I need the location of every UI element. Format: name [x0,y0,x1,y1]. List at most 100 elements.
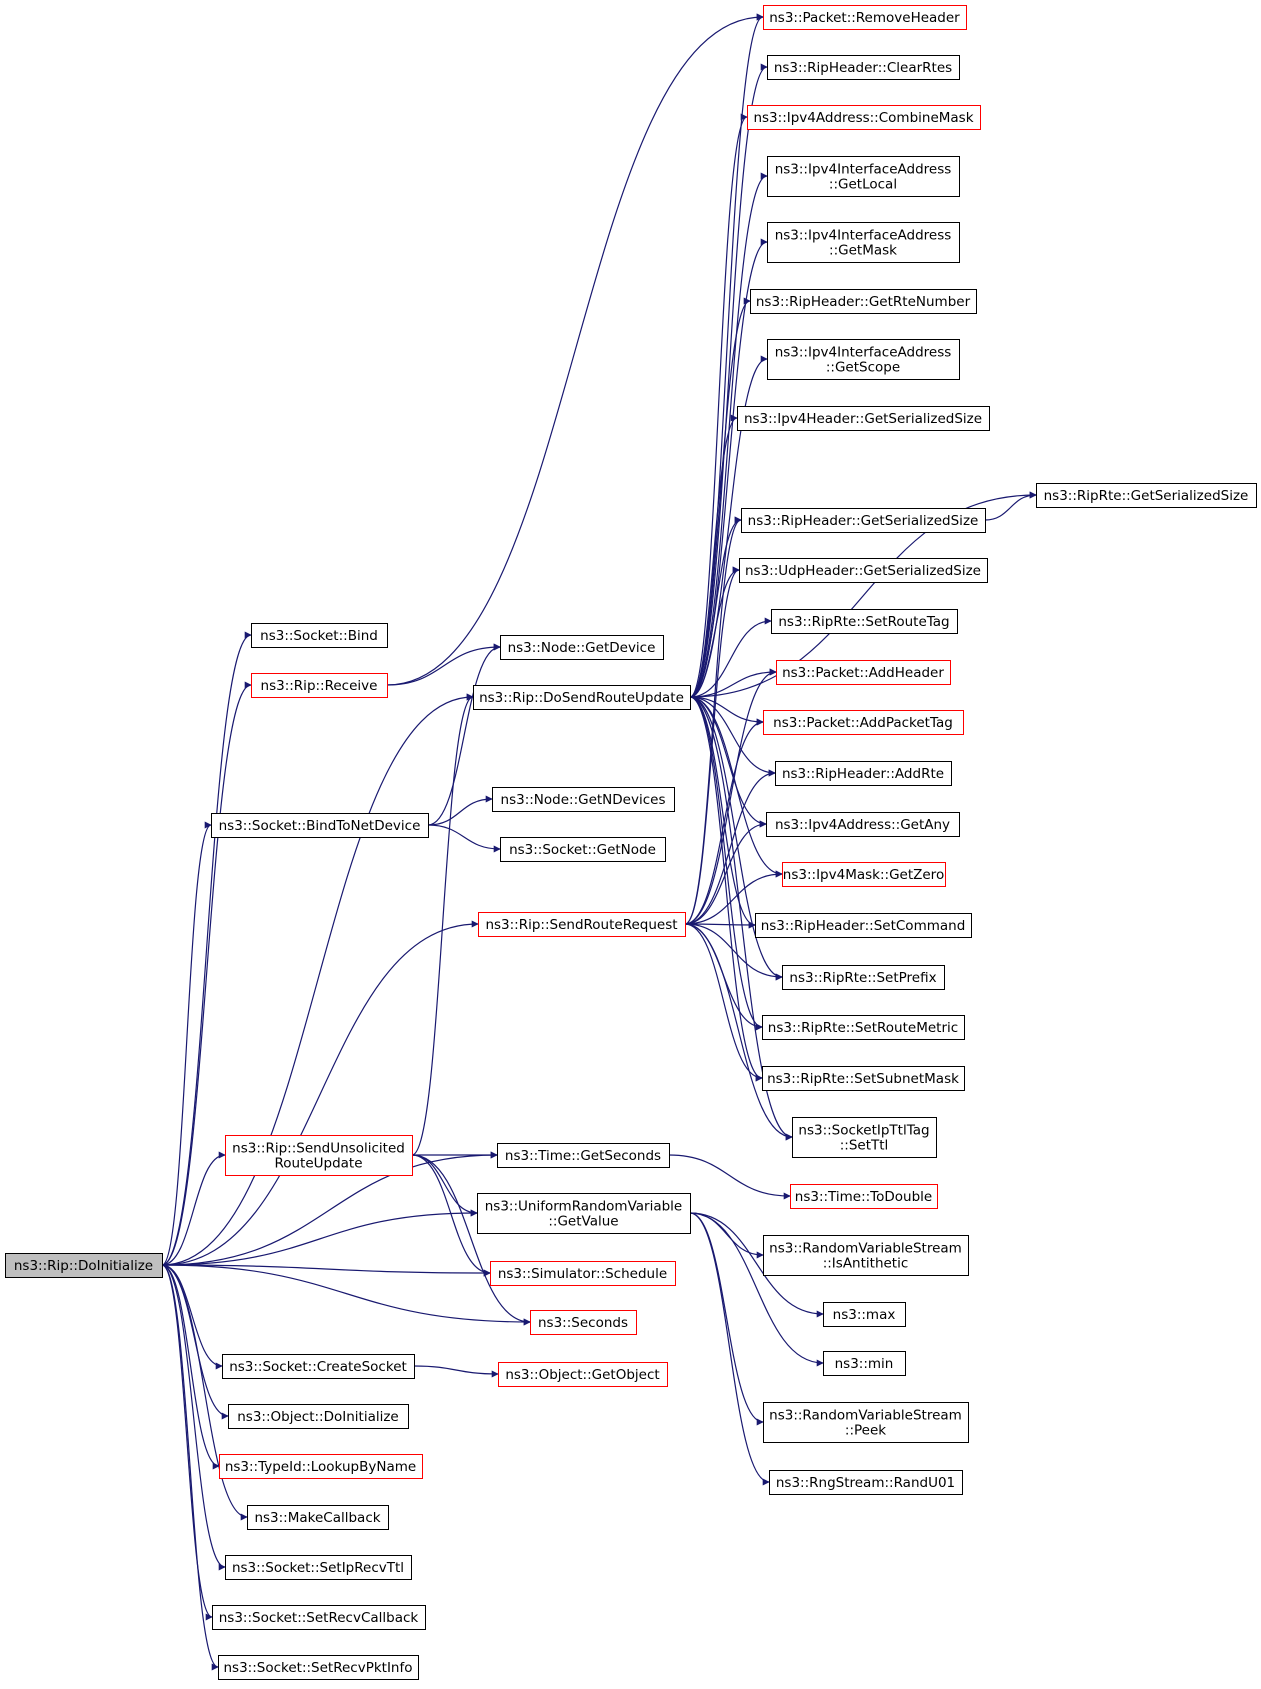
node-seconds[interactable]: ns3::Seconds [530,1310,637,1335]
node-box [771,609,958,634]
node-sock-setrecvpkt[interactable]: ns3::Socket::SetRecvPktInfo [218,1655,419,1680]
node-make-callback[interactable]: ns3::MakeCallback [247,1505,389,1530]
edge-rip_sendreq-to-udphdr_getsersize [684,566,740,925]
node-label: ns3::RipRte::SetRouteTag [778,614,949,630]
node-box [218,1655,419,1680]
edge-rip_sendreq-to-riprte_setsubnetmask [684,923,763,1082]
node-sockipttltag-setttl[interactable]: ns3::SocketIpTtlTag::SetTtl [792,1117,937,1158]
node-riphdr-getrtenumber[interactable]: ns3::RipHeader::GetRteNumber [750,289,977,314]
node-pkt-addheader[interactable]: ns3::Packet::AddHeader [776,660,951,685]
node-box [222,1354,415,1379]
node-box [219,1454,423,1479]
node-rip-dosend[interactable]: ns3::Rip::DoSendRouteUpdate [473,685,691,710]
node-riphdr-addrte[interactable]: ns3::RipHeader::AddRte [775,761,952,786]
node-label: ::SetTtl [840,1138,889,1154]
node-box [247,1505,389,1530]
node-ipv4hdr-getsersize[interactable]: ns3::Ipv4Header::GetSerializedSize [737,406,990,431]
node-ipv4mask-getzero[interactable]: ns3::Ipv4Mask::GetZero [782,862,946,887]
node-sock-setiprecvttl[interactable]: ns3::Socket::SetIpRecvTtl [225,1555,412,1580]
node-time-todouble[interactable]: ns3::Time::ToDouble [790,1184,938,1209]
node-sock-setrecvcb[interactable]: ns3::Socket::SetRecvCallback [212,1605,426,1630]
node-pkt-removeheader[interactable]: ns3::Packet::RemoveHeader [763,5,967,30]
edge-rip_dosend-to-ipv4mask_getzero [689,696,783,878]
node-box [228,1404,409,1429]
node-label: ns3::Rip::SendRouteRequest [485,917,677,933]
node-label: ns3::Rip::SendUnsolicited [232,1141,405,1157]
edge-root-to-sock_bind [161,631,252,1266]
node-min[interactable]: ns3::min [823,1351,906,1376]
node-sock-create[interactable]: ns3::Socket::CreateSocket [222,1354,415,1379]
node-box [823,1302,906,1327]
node-label: ns3::Seconds [538,1315,628,1331]
node-ipv4ifaddr-getlocal[interactable]: ns3::Ipv4InterfaceAddress::GetLocal [767,156,960,197]
edge-rip_dosend-to-udphdr_getsersize [689,566,740,698]
node-box [767,222,960,263]
node-ipv4addr-combinemask[interactable]: ns3::Ipv4Address::CombineMask [747,105,981,130]
node-obj-doinit[interactable]: ns3::Object::DoInitialize [228,1404,409,1429]
node-box [769,1470,963,1495]
node-box [776,660,951,685]
node-rip-sendreq[interactable]: ns3::Rip::SendRouteRequest [478,912,686,937]
node-label: ns3::SocketIpTtlTag [798,1123,929,1139]
node-label: ns3::Socket::BindToNetDevice [219,818,421,834]
node-box [5,1253,163,1278]
node-sim-schedule[interactable]: ns3::Simulator::Schedule [490,1261,676,1286]
node-label: ns3::Ipv4Address::CombineMask [753,110,973,126]
edge-rip_unsolicited-to-seconds [411,1154,531,1326]
node-node-getndevices[interactable]: ns3::Node::GetNDevices [492,787,675,812]
node-label: ns3::Ipv4Header::GetSerializedSize [744,411,982,427]
node-label: ::GetMask [829,243,897,259]
node-udphdr-getsersize[interactable]: ns3::UdpHeader::GetSerializedSize [739,558,988,583]
node-sock-getnode[interactable]: ns3::Socket::GetNode [500,837,666,862]
edge-rip_dosend-to-ipv4ifaddr_getlocal [689,172,768,698]
node-box [498,1362,668,1387]
edge-rip_dosend-to-riphdr_clearrtes [689,63,768,698]
edge-root-to-time_getseconds [161,1151,498,1266]
node-riprte-setprefix[interactable]: ns3::RipRte::SetPrefix [782,965,945,990]
node-box [212,1605,426,1630]
node-riprte-getsersize[interactable]: ns3::RipRte::GetSerializedSize [1036,483,1257,508]
node-time-getseconds[interactable]: ns3::Time::GetSeconds [497,1143,670,1168]
node-rvs-peek[interactable]: ns3::RandomVariableStream::Peek [763,1402,969,1443]
node-box [762,1015,965,1040]
node-rngstream-randu01[interactable]: ns3::RngStream::RandU01 [769,1470,963,1495]
node-riprte-setroutemetric[interactable]: ns3::RipRte::SetRouteMetric [762,1015,965,1040]
edge-root-to-rip_sendreq [161,920,479,1266]
node-rvs-isantithetic[interactable]: ns3::RandomVariableStream::IsAntithetic [763,1235,969,1276]
node-node-getdevice[interactable]: ns3::Node::GetDevice [500,635,664,660]
edge-root-to-make_callback [161,1264,248,1521]
node-box [530,1310,637,1335]
node-label: ::IsAntithetic [823,1256,909,1272]
node-label: ::GetScope [826,360,900,376]
node-label: ns3::Node::GetNDevices [501,792,666,808]
node-rip-receive[interactable]: ns3::Rip::Receive [251,673,388,698]
node-label: ns3::UniformRandomVariable [485,1199,683,1215]
node-ipv4ifaddr-getmask[interactable]: ns3::Ipv4InterfaceAddress::GetMask [767,222,960,263]
node-riphdr-getsersize[interactable]: ns3::RipHeader::GetSerializedSize [741,508,986,533]
edge-root-to-sock_setrecvpkt [161,1264,219,1671]
node-box [747,105,981,130]
node-sock-bindnet[interactable]: ns3::Socket::BindToNetDevice [211,813,429,838]
node-label: ns3::Packet::AddHeader [782,665,944,681]
node-riphdr-setcommand[interactable]: ns3::RipHeader::SetCommand [755,913,972,938]
edge-rip_dosend-to-riphdr_getsersize [689,516,742,698]
node-pkt-addpackettag[interactable]: ns3::Packet::AddPacketTag [763,710,964,735]
node-ipv4addr-getany[interactable]: ns3::Ipv4Address::GetAny [766,812,960,837]
edge-rip_dosend-to-ipv4addr_combinemask [689,113,748,698]
node-box [792,1117,937,1158]
node-riprte-setroutetag[interactable]: ns3::RipRte::SetRouteTag [771,609,958,634]
node-obj-getobject[interactable]: ns3::Object::GetObject [498,1362,668,1387]
node-label: ns3::Socket::GetNode [509,842,656,858]
node-riprte-setsubnetmask[interactable]: ns3::RipRte::SetSubnetMask [762,1066,965,1091]
node-max[interactable]: ns3::max [823,1302,906,1327]
node-typeid-lookup[interactable]: ns3::TypeId::LookupByName [219,1454,423,1479]
node-sock-bind[interactable]: ns3::Socket::Bind [251,623,388,648]
node-box [251,673,388,698]
node-riphdr-clearrtes[interactable]: ns3::RipHeader::ClearRtes [767,55,960,80]
edge-root-to-rip_unsolicited [161,1151,226,1266]
node-ipv4ifaddr-getscope[interactable]: ns3::Ipv4InterfaceAddress::GetScope [767,339,960,380]
edge-urv_getvalue-to-rngstream_randu01 [689,1212,770,1486]
node-urv-getvalue[interactable]: ns3::UniformRandomVariable::GetValue [477,1193,691,1234]
